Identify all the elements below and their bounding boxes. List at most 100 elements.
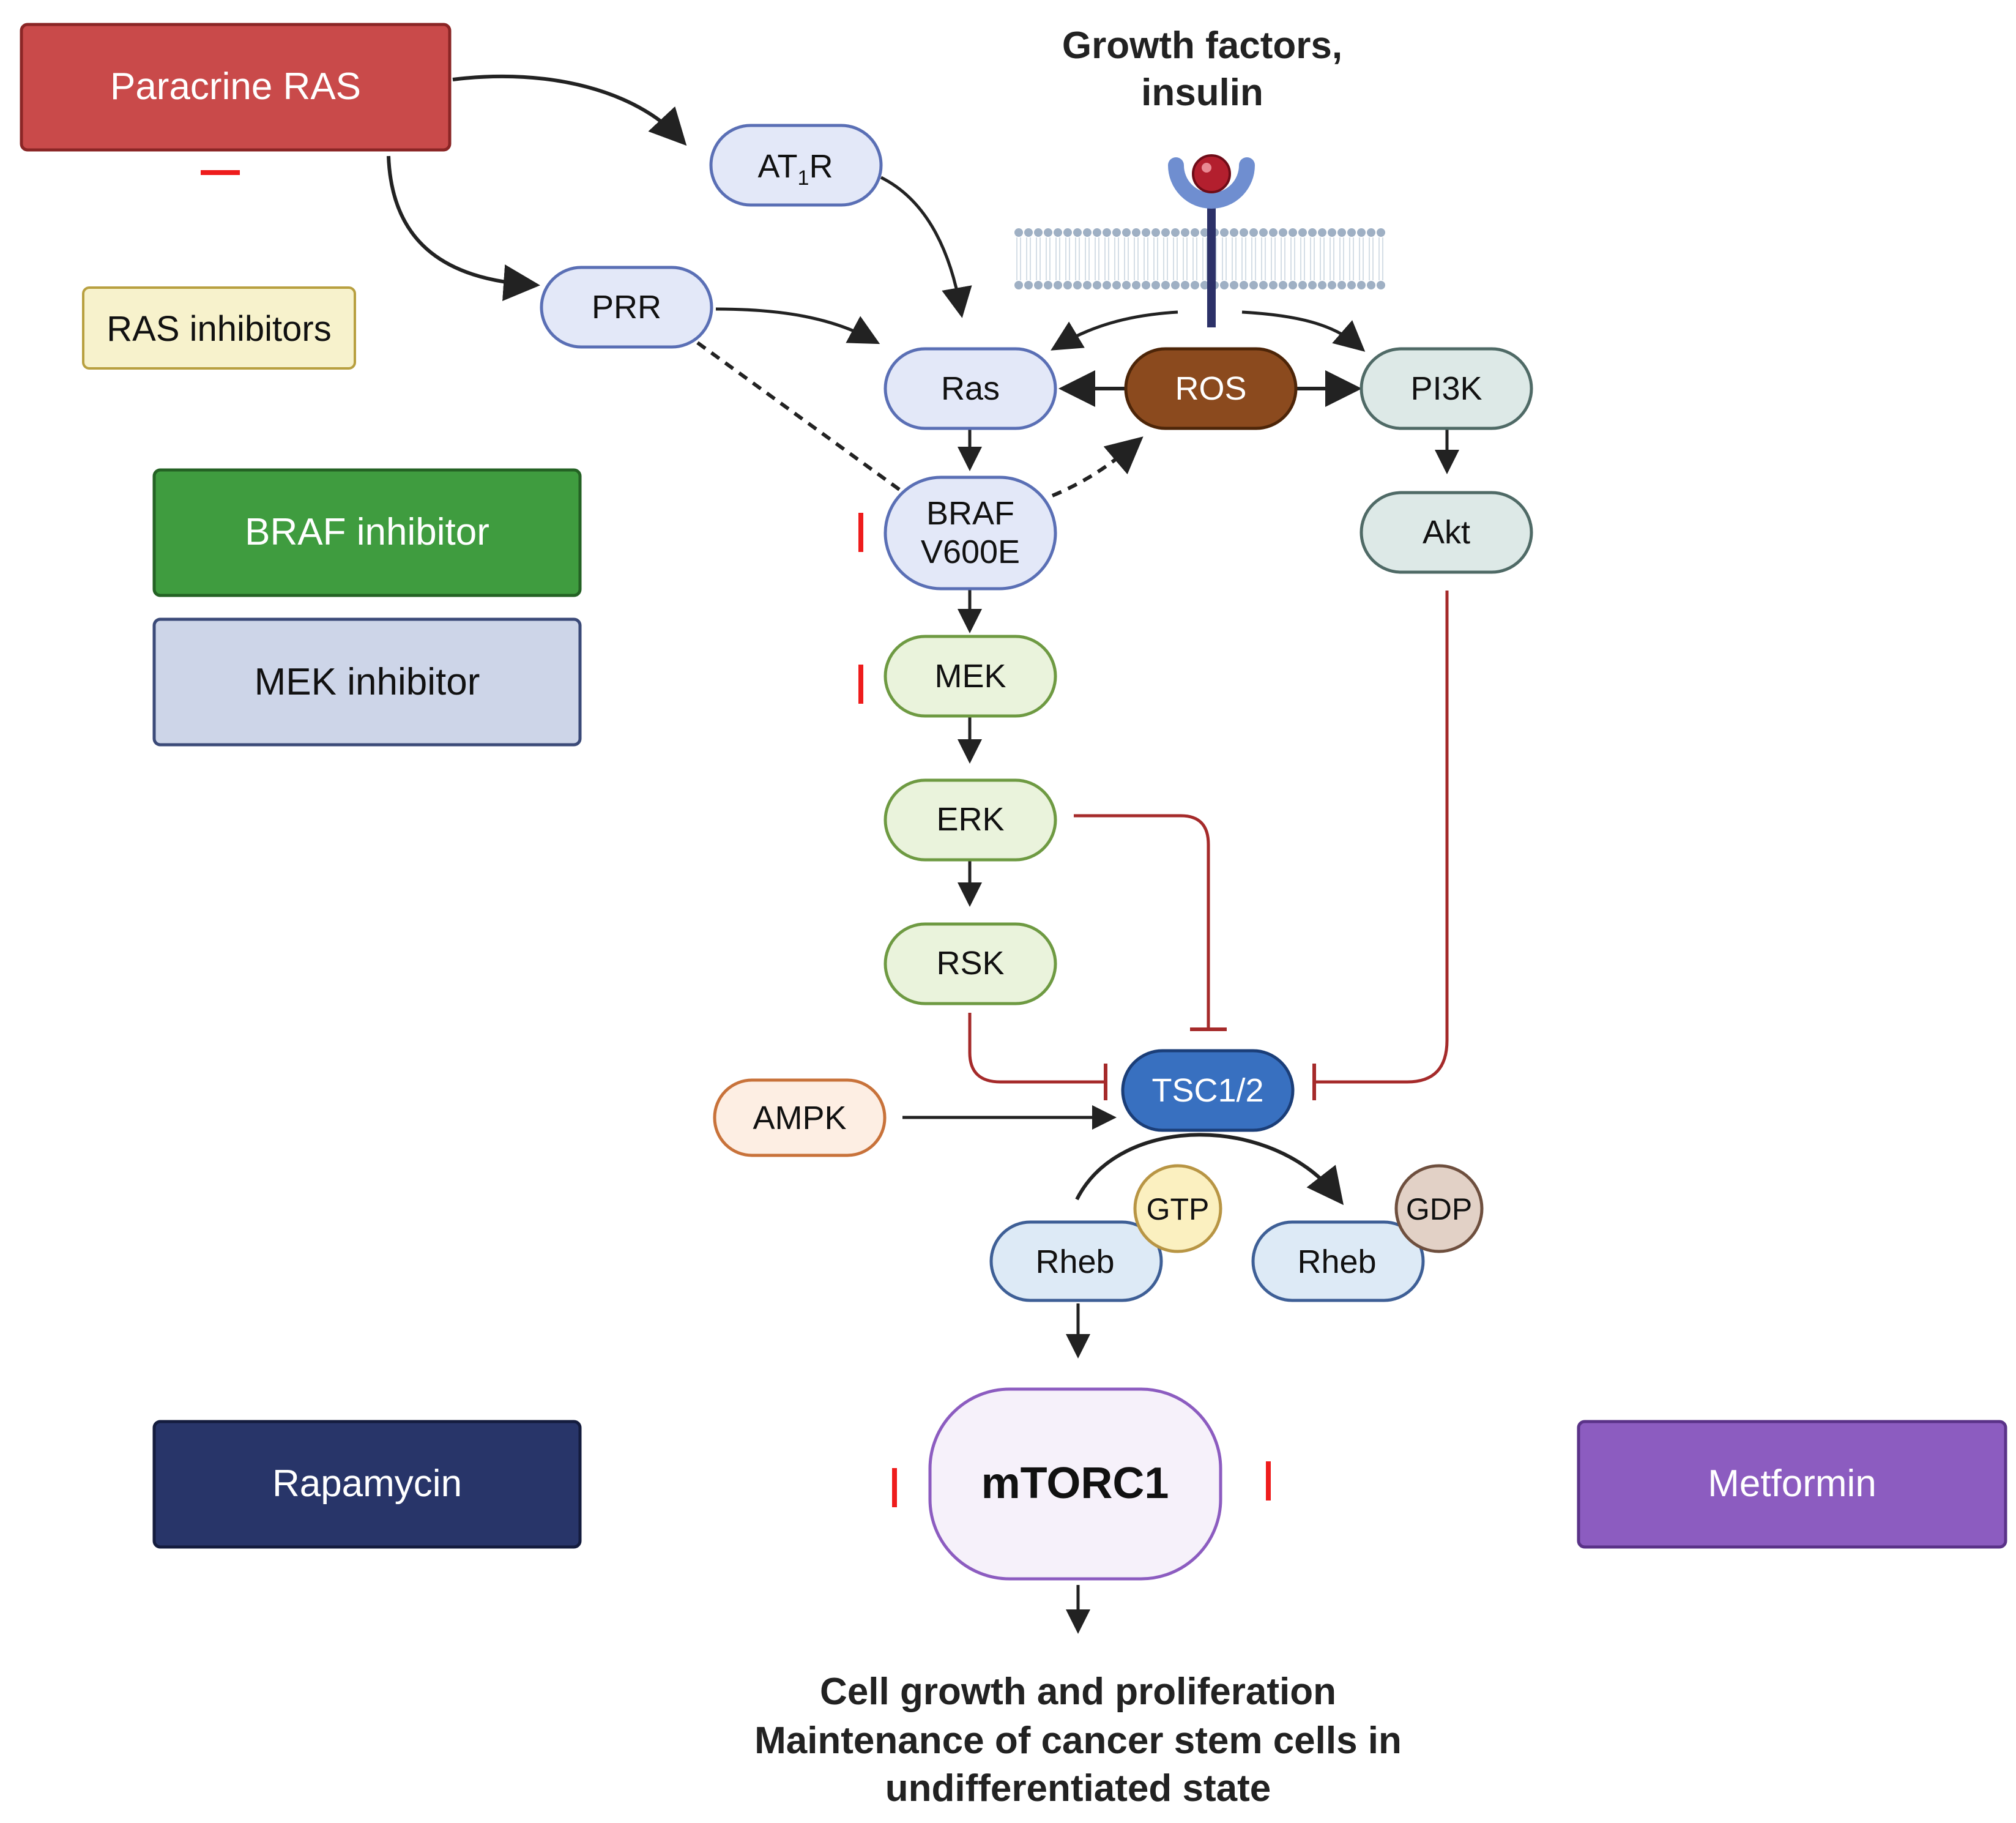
membrane-head [1151,228,1160,237]
membrane-head [1191,281,1199,289]
tsc-label: TSC1/2 [1151,1072,1263,1109]
inhibit-erk-tsc [1074,814,1210,1028]
outcome-line2: Maintenance of cancer stem cells in [754,1720,1402,1762]
membrane-head [1269,281,1278,289]
node-tsc1-2: TSC1/2 [1121,1049,1295,1132]
membrane-head [1044,228,1052,237]
edge-at1r-ras [880,176,972,318]
growth-factors-line1: Growth factors, [1062,24,1342,67]
rapamycin-label: Rapamycin [272,1463,462,1505]
edge-prr-braf-dashed [696,341,901,491]
ros-label: ROS [1175,370,1246,407]
membrane-head [1171,281,1180,289]
membrane-head [1014,228,1023,237]
node-ras: Ras [883,347,1057,430]
braf-inhibitor-label: BRAF inhibitor [245,511,489,553]
membrane-head [1347,281,1356,289]
membrane-head [1122,228,1131,237]
svg-text:AT1R: AT1R [758,148,833,190]
membrane-head [1318,281,1326,289]
edge-receptor-ras [1051,310,1178,351]
membrane-head [1054,228,1062,237]
membrane-head [1063,281,1072,289]
membrane-head [1181,228,1189,237]
cell-membrane [1014,228,1385,289]
membrane-head [1103,281,1111,289]
membrane-head [1034,228,1043,237]
braf-inhibitor-box: BRAF inhibitor [152,468,582,597]
ras-inhibitors-box: RAS inhibitors [82,286,356,370]
membrane-head [1034,281,1043,289]
membrane-head [1132,281,1140,289]
membrane-head [1161,281,1170,289]
membrane-head [1377,228,1385,237]
node-rheb-gdp: Rheb GDP [1251,1164,1484,1302]
membrane-head [1357,281,1366,289]
mek-label: MEK [934,658,1006,695]
membrane-head [1289,281,1297,289]
membrane-head [1377,281,1385,289]
node-akt: Akt [1359,491,1533,574]
membrane-head [1269,228,1278,237]
membrane-head [1063,228,1072,237]
edge-paracrine-prr [387,155,540,302]
membrane-head [1112,228,1121,237]
membrane-head [1337,281,1346,289]
node-rsk: RSK [883,922,1057,1005]
membrane-head [1014,281,1023,289]
gdp-label: GDP [1406,1192,1472,1226]
at1r-label-end: R [809,148,833,185]
ras-label: Ras [941,370,1000,407]
membrane-head [1122,281,1131,289]
node-at1r: AT1R [709,124,883,207]
membrane-head [1132,228,1140,237]
membrane-head [1024,228,1033,237]
inhibit-akt-tsc [1315,591,1449,1084]
node-ampk: AMPK [713,1078,887,1157]
membrane-head [1347,228,1356,237]
gtp-badge [1133,1164,1222,1253]
membrane-head [1151,281,1160,289]
membrane-head [1367,281,1375,289]
membrane-head [1240,281,1248,289]
rheb-gdp-label: Rheb [1297,1243,1376,1280]
membrane-head [1259,228,1268,237]
membrane-head [1328,228,1336,237]
node-ros: ROS [1124,347,1298,430]
membrane-head [1298,281,1307,289]
membrane-head [1367,228,1375,237]
membrane-head [1171,228,1180,237]
membrane-head [1054,281,1062,289]
membrane-head [1298,228,1307,237]
paracrine-ras-box: Paracrine RAS [20,23,452,152]
erk-label: ERK [936,801,1004,838]
metformin-label: Metformin [1708,1463,1877,1505]
membrane-head [1249,228,1258,237]
membrane-head [1112,281,1121,289]
edge-paracrine-at1r [452,74,687,146]
at1r-label: AT [758,148,798,185]
mek-inhibitor-box: MEK inhibitor [152,617,582,747]
membrane-head [1279,228,1287,237]
outcome-line1: Cell growth and proliferation [820,1671,1336,1713]
metformin-box: Metformin [1577,1420,2007,1549]
receptor-icon [1168,154,1255,327]
membrane-head [1181,281,1189,289]
akt-label: Akt [1423,514,1470,551]
membrane-head [1308,228,1317,237]
node-mek: MEK [883,635,1057,718]
edge-prr-ras [715,307,880,345]
node-pi3k: PI3K [1359,347,1533,430]
node-mtorc1: mTORC1 [928,1387,1222,1581]
membrane-head [1044,281,1052,289]
prr-label: PRR [592,289,661,326]
membrane-head [1191,228,1199,237]
membrane-head [1318,228,1326,237]
membrane-head [1083,228,1092,237]
pi3k-label: PI3K [1410,370,1482,407]
gtp-label: GTP [1147,1192,1210,1226]
membrane-head [1142,281,1150,289]
membrane-head [1259,281,1268,289]
membrane-head [1240,228,1248,237]
